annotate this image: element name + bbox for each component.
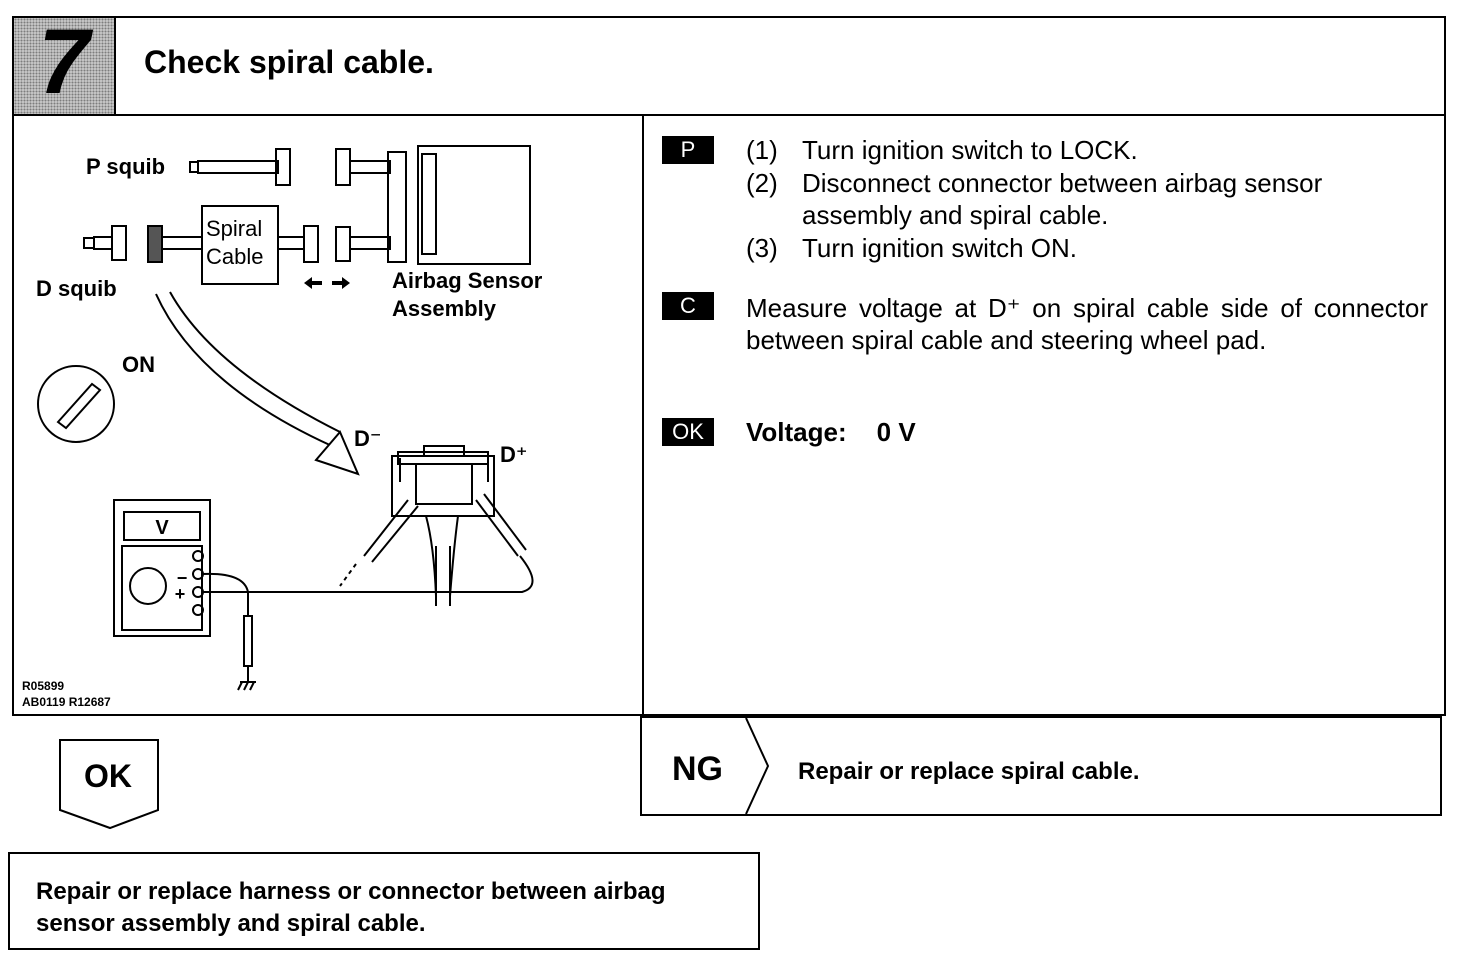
- ng-chevron-icon: [745, 718, 770, 814]
- voltmeter-v-label: V: [155, 517, 169, 539]
- ok-action-box: Repair or replace harness or connector b…: [8, 852, 760, 950]
- tag-preparation: P: [662, 136, 714, 164]
- step-header: 7 Check spiral cable.: [12, 12, 1446, 116]
- airbag-sensor-label: Airbag Sensor: [392, 268, 543, 293]
- pointer-arrow: [155, 291, 360, 476]
- step-line-3: assembly and spiral cable.: [746, 199, 1108, 231]
- tester-probes: [242, 493, 534, 593]
- step-text: assembly and spiral cable.: [802, 200, 1109, 230]
- d-squib-label: D squib: [36, 276, 117, 301]
- d-plus-label: D⁺: [500, 442, 528, 467]
- step-title: Check spiral cable.: [144, 44, 434, 80]
- assembly-label: Assembly: [392, 296, 497, 321]
- voltmeter-icon: [113, 499, 256, 691]
- step-text: Turn ignition switch ON.: [802, 233, 1078, 263]
- wiring-diagram: P squib D squib Spiral Cable Airbag Sens…: [22, 145, 543, 709]
- step-number: (1): [746, 135, 778, 165]
- voltmeter-minus-label: −: [177, 568, 188, 588]
- spiral-label: Spiral: [206, 216, 262, 241]
- step-line-4: (3) Turn ignition switch ON.: [746, 232, 1077, 264]
- step-text: Turn ignition switch to LOCK.: [802, 135, 1138, 165]
- switch-on-label: ON: [122, 352, 155, 377]
- voltage-spec: Voltage: 0 V: [746, 416, 916, 448]
- ok-flow-marker: [59, 739, 159, 830]
- ok-outcome-label: OK: [84, 758, 132, 794]
- figure-ref-line1: R05899: [22, 679, 64, 693]
- disconnect-arrows: [304, 277, 350, 289]
- d-squib-lead: [161, 236, 203, 250]
- measure-instruction: Measure voltage at D⁺ on spiral cable si…: [746, 293, 1428, 355]
- steering-connector: [391, 445, 495, 606]
- sensor-connector-upper: [335, 148, 391, 186]
- step-number-badge: 7: [14, 12, 116, 114]
- spiral-cable-lead: [277, 236, 305, 250]
- step-number: (2): [746, 168, 778, 198]
- p-squib-connector: [189, 148, 291, 186]
- instructions-panel: P (1) Turn ignition switch to LOCK. (2) Di…: [642, 114, 1446, 716]
- shorting-spring: [147, 225, 163, 263]
- ng-outcome-label: NG: [672, 750, 723, 788]
- ng-action-text: Repair or replace spiral cable.: [798, 758, 1140, 785]
- voltmeter-plus-label: +: [175, 584, 186, 604]
- spiral-cable-connector: [303, 225, 319, 263]
- ok-action-text: Repair or replace harness or connector b…: [36, 878, 666, 937]
- step-line-2: (2) Disconnect connector between airbag s…: [746, 167, 1322, 199]
- sensor-connector-lower: [335, 226, 391, 262]
- sensor-header: [421, 153, 437, 255]
- voltage-label: Voltage:: [746, 417, 847, 447]
- voltage-value: 0 V: [876, 417, 916, 447]
- tag-condition: C: [662, 292, 714, 320]
- d-squib-connector: [83, 225, 127, 261]
- step-line-1: (1) Turn ignition switch to LOCK.: [746, 134, 1138, 166]
- p-squib-label: P squib: [86, 154, 165, 179]
- tag-ok: OK: [662, 418, 714, 446]
- wiring-diagram-panel: P squib D squib Spiral Cable Airbag Sens…: [12, 114, 644, 716]
- d-minus-label: D⁻: [354, 426, 382, 451]
- airbag-sensor-assembly-box: [417, 145, 531, 265]
- ng-outcome-box: NG Repair or replace spiral cable.: [640, 716, 1442, 816]
- step-text: Disconnect connector between airbag sens…: [802, 168, 1323, 198]
- sensor-bus-bar: [387, 151, 407, 263]
- figure-ref-line2: AB0119 R12687: [22, 695, 111, 709]
- ignition-switch-icon: [37, 365, 115, 443]
- step-number: 7: [38, 11, 90, 113]
- step-number: (3): [746, 233, 778, 263]
- cable-label: Cable: [206, 244, 263, 269]
